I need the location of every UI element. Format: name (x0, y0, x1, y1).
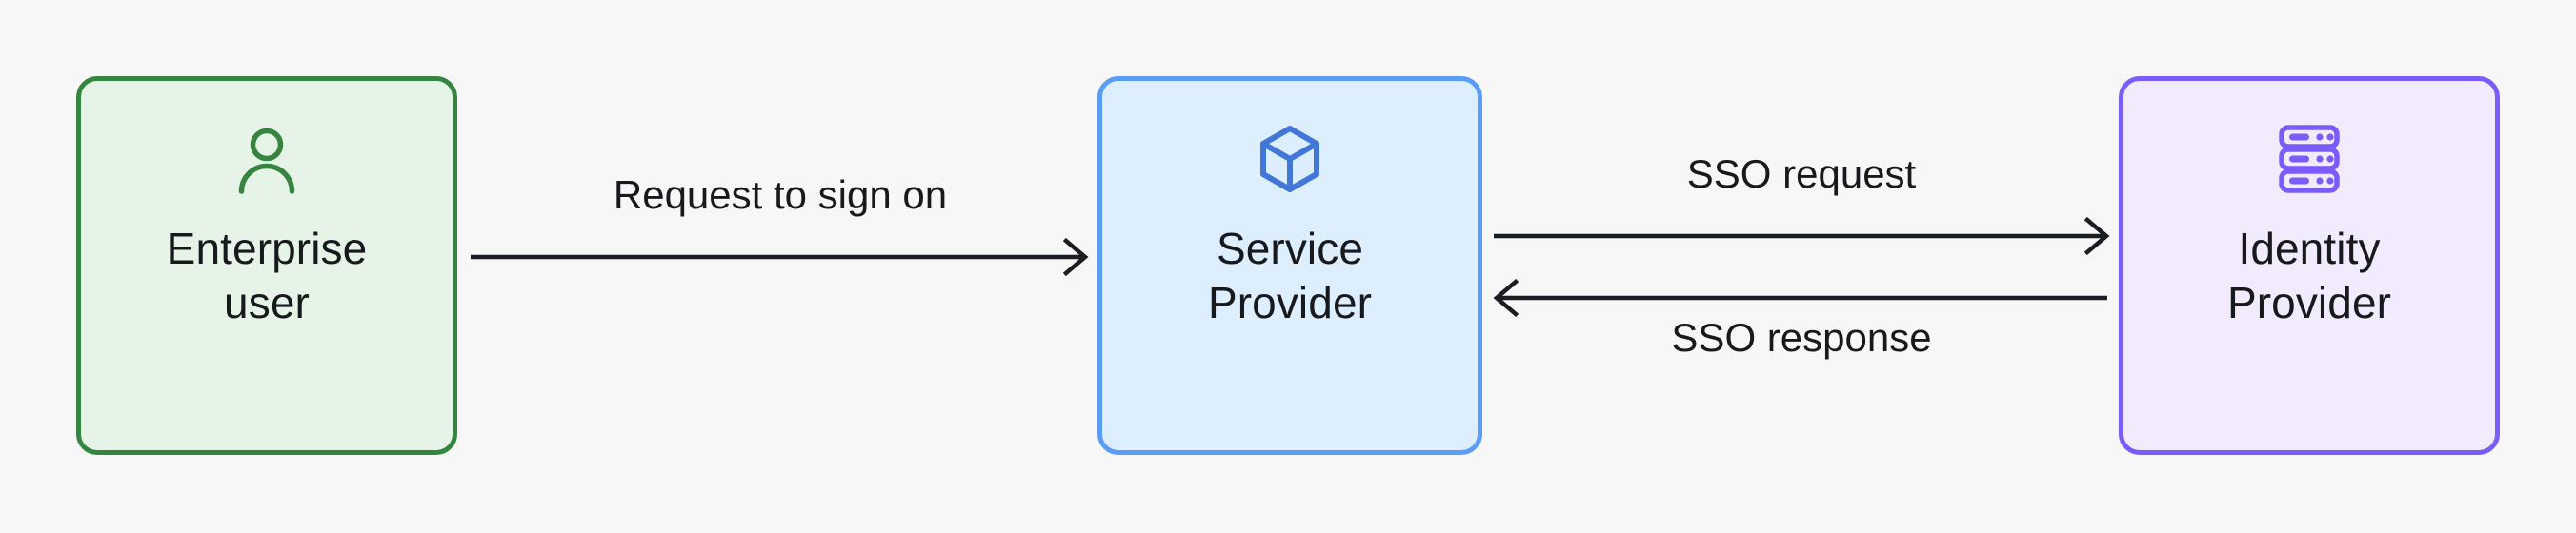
edge-arrow-sso-response (1492, 278, 2113, 318)
node-service-provider[interactable]: Service Provider (1097, 76, 1482, 455)
user-icon (231, 123, 303, 195)
server-rack-icon (2273, 123, 2345, 195)
edge-label-sso-response: SSO response (1671, 315, 1932, 360)
cube-box-icon (1254, 123, 1326, 195)
edge-arrow-request-to-sign-on (471, 237, 1092, 277)
node-label-service-provider: Service Provider (1207, 224, 1373, 327)
edge-label-request-to-sign-on: Request to sign on (613, 172, 948, 217)
node-enterprise-user[interactable]: Enterprise user (76, 76, 457, 455)
node-identity-provider[interactable]: Identity Provider (2119, 76, 2500, 455)
edge-label-sso-request: SSO request (1686, 151, 1917, 196)
edge-arrow-sso-request (1494, 216, 2113, 256)
node-label-enterprise-user: Enterprise user (166, 224, 368, 327)
node-label-identity-provider: Identity Provider (2226, 224, 2392, 327)
